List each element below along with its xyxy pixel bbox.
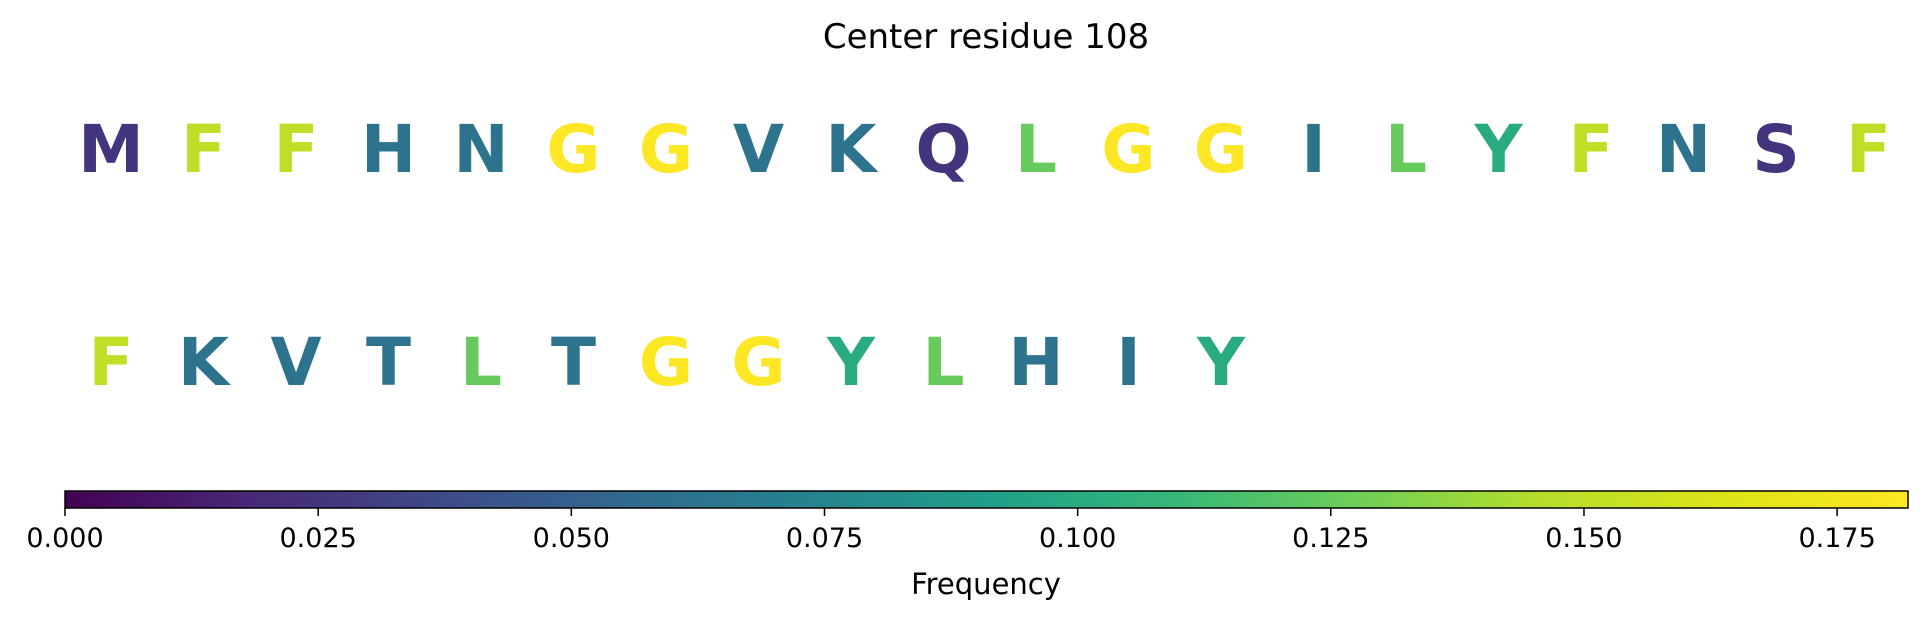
residue-letter: Y: [1474, 111, 1524, 188]
residue-letter: K: [178, 324, 232, 401]
residue-letter: G: [1101, 111, 1155, 188]
colorbar-tick-label: 0.050: [533, 523, 610, 554]
residue-letter: L: [922, 324, 964, 401]
residue-letter: V: [733, 111, 784, 188]
residue-letter: G: [639, 324, 693, 401]
residue-letter: N: [1656, 111, 1711, 188]
colorbar-tick-label: 0.075: [786, 523, 863, 554]
colorbar-gradient: [64, 490, 1909, 509]
colorbar-ticks: 0.000 0.025 0.050 0.075 0.100 0.125 0.150 0.175: [26, 508, 1876, 554]
residue-letter: T: [551, 324, 596, 401]
colorbar-tick-label: 0.100: [1039, 523, 1116, 554]
chart-title: Center residue 108: [823, 17, 1149, 57]
colorbar: 0.000 0.025 0.050 0.075 0.100 0.125 0.150 0.175…: [26, 490, 1909, 601]
residue-letter: N: [453, 111, 508, 188]
residue-letter: T: [366, 324, 411, 401]
residue-letter: F: [273, 111, 318, 188]
residue-letter: G: [639, 111, 693, 188]
colorbar-tick-label: 0.000: [26, 523, 103, 554]
residue-letter: L: [1385, 111, 1427, 188]
residue-letter: G: [546, 111, 600, 188]
residue-letter: Q: [915, 111, 971, 188]
colorbar-tick-label: 0.125: [1292, 523, 1369, 554]
residue-letter: L: [460, 324, 502, 401]
residue-letter: I: [1116, 324, 1141, 401]
residue-letter: H: [361, 111, 416, 188]
residue-letter: M: [78, 111, 144, 188]
residue-letter: Y: [826, 324, 876, 401]
colorbar-tick-label: 0.150: [1545, 523, 1622, 554]
residue-letter: Y: [1196, 324, 1246, 401]
residue-letter: F: [1568, 111, 1613, 188]
residue-letter: F: [1846, 111, 1891, 188]
residue-letter: G: [731, 324, 785, 401]
residue-letter: F: [88, 324, 133, 401]
colorbar-tick-label: 0.025: [280, 523, 357, 554]
residue-letter: F: [181, 111, 226, 188]
residue-letter: S: [1752, 111, 1800, 188]
residue-letter: H: [1008, 324, 1063, 401]
residue-letter: K: [825, 111, 879, 188]
residue-letter: V: [270, 324, 321, 401]
residue-letter: L: [1015, 111, 1057, 188]
colorbar-tick-label: 0.175: [1798, 523, 1875, 554]
residue-letter: G: [1194, 111, 1248, 188]
residue-letter: I: [1301, 111, 1326, 188]
colorbar-label: Frequency: [911, 567, 1061, 601]
